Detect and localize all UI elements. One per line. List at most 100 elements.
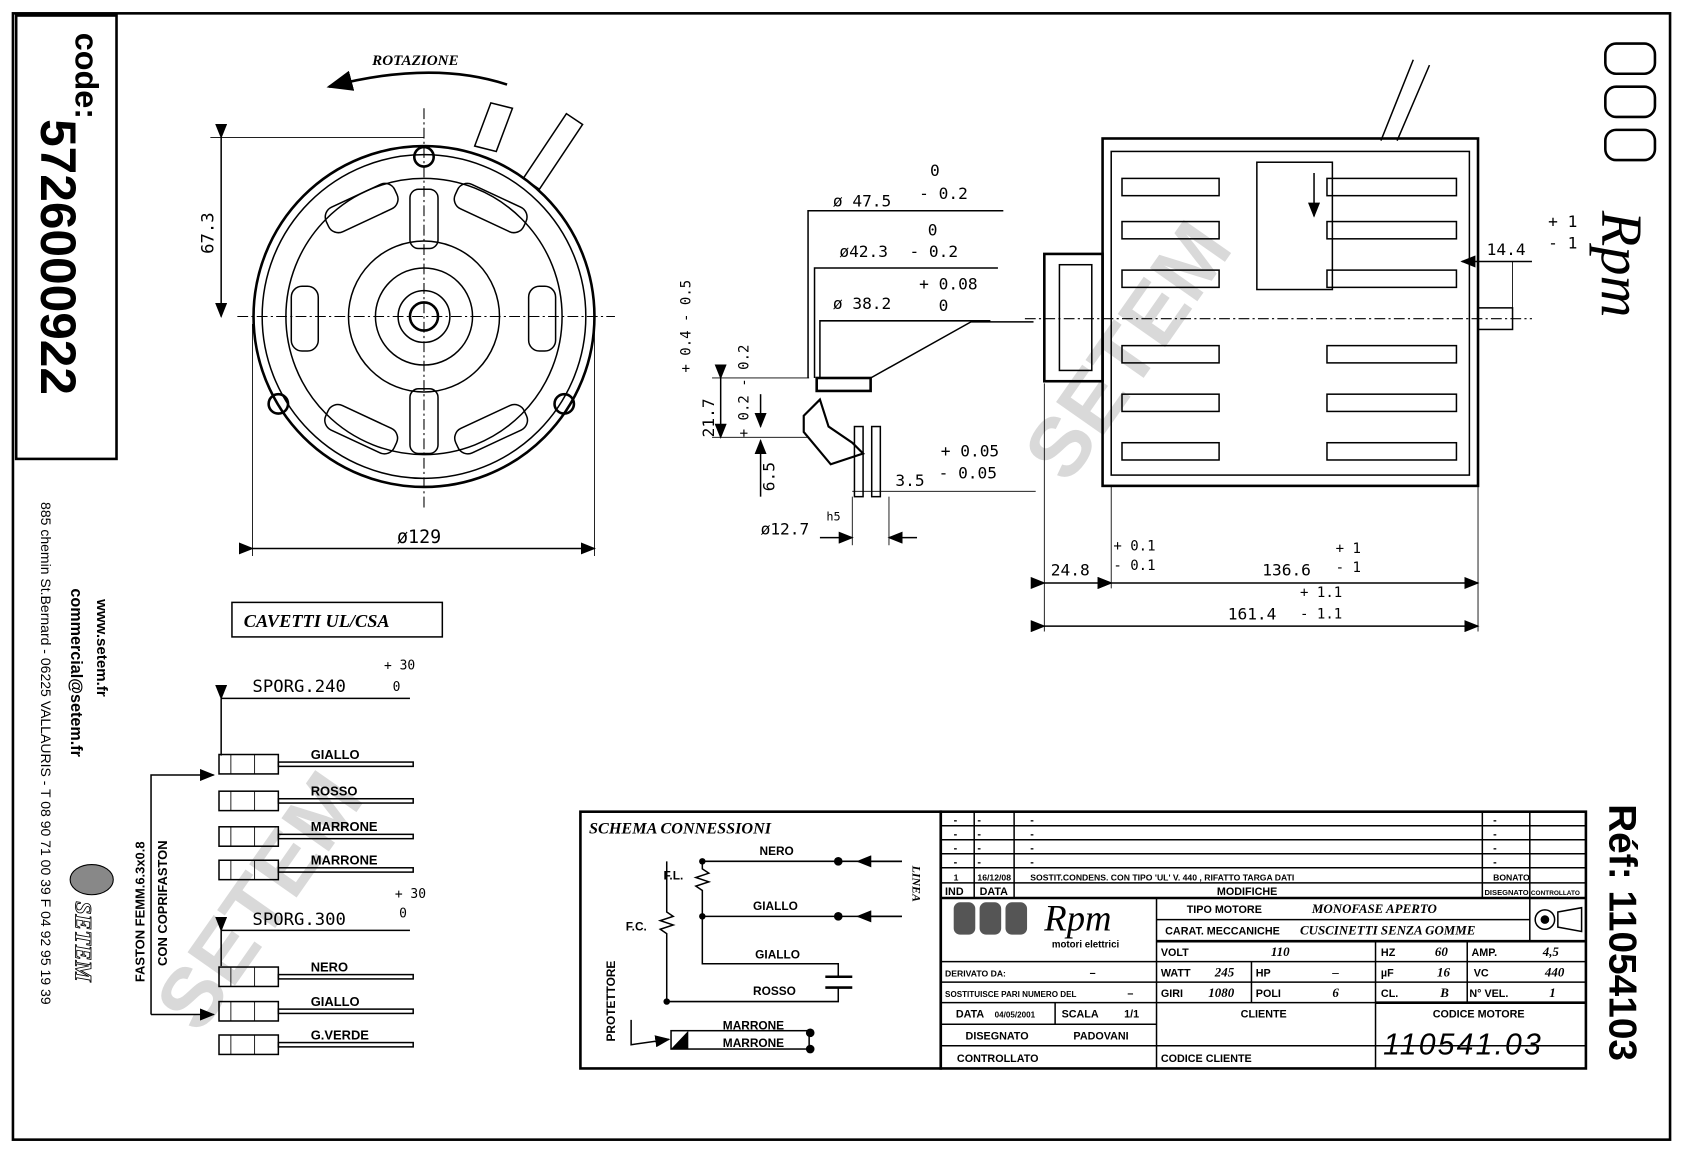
carat-label: CARAT. MECCANICHE xyxy=(1165,926,1280,938)
cable-wire: MARRONE xyxy=(218,819,414,847)
faston-connector-icon xyxy=(218,753,280,775)
dim-total-tol-low: - 1.1 xyxy=(1300,607,1342,623)
dim-w1-tol-up: + 0.05 xyxy=(941,442,999,461)
vc-label: VC xyxy=(1474,968,1489,980)
cable-wire: ROSSO xyxy=(218,784,414,812)
website-text: www.setem.fr xyxy=(93,598,110,697)
revision-disegnato: - xyxy=(1493,857,1497,869)
scala-value: 1/1 xyxy=(1124,1009,1139,1021)
schema-giallo-2: GIALLO xyxy=(755,947,800,961)
derivato-value: – xyxy=(1090,968,1096,980)
sporg-300: SPORG.300 xyxy=(252,910,345,930)
tipo-motore: MONOFASE APERTO xyxy=(1311,901,1437,916)
dim-height: 67.3 xyxy=(199,212,219,254)
uf-label: µF xyxy=(1381,968,1394,980)
schema-marrone-1: MARRONE xyxy=(723,1019,784,1033)
code-box xyxy=(14,14,118,461)
schema-nero: NERO xyxy=(760,844,794,858)
revision-modifica: - xyxy=(1030,815,1034,827)
faston-cover: CON COPRIFASTON xyxy=(155,840,170,966)
disegnato-label: DISEGNATO xyxy=(966,1030,1029,1042)
schema-giallo-1: GIALLO xyxy=(753,899,798,913)
vc-value: 440 xyxy=(1544,965,1565,980)
disegnato-value: PADOVANI xyxy=(1073,1030,1128,1042)
amp-value: 4,5 xyxy=(1542,944,1560,959)
header-data: DATA xyxy=(980,886,1009,898)
address-text: 885 chemin St.Bernard - 06225 VALLAURIS … xyxy=(38,502,54,1005)
revision-modifica: - xyxy=(1030,843,1034,855)
dim-shaft-fit: h5 xyxy=(826,509,840,523)
wire-label: NERO xyxy=(311,959,348,974)
hz-label: HZ xyxy=(1381,947,1396,959)
dim-diameter: ø129 xyxy=(397,527,441,548)
projection-symbol-icon xyxy=(1534,906,1583,933)
sporg-240: SPORG.240 xyxy=(252,677,345,697)
header-disegnato: DISEGNATO xyxy=(1484,888,1528,897)
revision-disegnato: - xyxy=(1493,829,1497,841)
sporg-300-tol-up: + 30 xyxy=(395,887,426,902)
dim-right-tol-up: + 1 xyxy=(1548,212,1577,231)
sporg-240-tol-up: + 30 xyxy=(384,658,415,673)
cables-section: CAVETTI UL/CSA FASTON FEMM.6.3x0.8 CON C… xyxy=(133,601,444,1056)
dim-d3-tol-up: + 0.08 xyxy=(919,275,977,294)
wire-label: MARRONE xyxy=(311,819,378,834)
connection-schema: SCHEMA CONNESSIONI NERO GIALLO GIALLO RO… xyxy=(579,810,943,1070)
revision-ind: - xyxy=(954,829,958,841)
revision-row: ---- xyxy=(954,857,1497,869)
schema-title: SCHEMA CONNESSIONI xyxy=(589,820,772,837)
code-label: code: xyxy=(69,33,105,119)
cable-wire: NERO xyxy=(218,959,414,988)
sporg-300-tol-low: 0 xyxy=(399,906,407,921)
revision-row: ---- xyxy=(954,815,1497,827)
dim-pulley: 24.8 xyxy=(1051,560,1090,579)
revision-ind: - xyxy=(954,815,958,827)
dim-body: 136.6 xyxy=(1262,560,1311,579)
dim-pulley-tol-up: + 0.1 xyxy=(1113,539,1155,555)
hp-label: HP xyxy=(1256,968,1271,980)
dim-h1-tol: + 0.4 - 0.5 xyxy=(678,280,694,373)
drawing-frame xyxy=(11,12,1672,1141)
code-value: 5726000922 xyxy=(30,119,86,395)
watermark: SETEM xyxy=(1006,205,1249,496)
schema-marrone-2: MARRONE xyxy=(723,1036,784,1050)
cable-wire: G.VERDE xyxy=(218,1027,414,1056)
revision-data: - xyxy=(977,857,981,869)
scala-label: SCALA xyxy=(1062,1009,1099,1021)
dim-h2-tol: + 0.2 - 0.2 xyxy=(737,345,753,438)
nvel-value: 1 xyxy=(1549,985,1555,1000)
revision-data: - xyxy=(977,829,981,841)
watt-value: 245 xyxy=(1214,965,1235,980)
dim-d1-tol-up: 0 xyxy=(930,161,940,180)
codice-cliente-label: CODICE CLIENTE xyxy=(1161,1053,1252,1065)
watt-label: WATT xyxy=(1161,968,1191,980)
dim-d2-tol-up: 0 xyxy=(928,221,938,240)
cables-title: CAVETTI UL/CSA xyxy=(244,611,390,631)
wire-label: GIALLO xyxy=(311,994,360,1009)
codice-motore-value: 110541.03 xyxy=(1383,1028,1543,1061)
dim-w1-tol-low: - 0.05 xyxy=(939,463,997,482)
revision-disegnato: - xyxy=(1493,815,1497,827)
rpm-logo-text: Rpm xyxy=(1589,210,1654,318)
cliente-label: CLIENTE xyxy=(1241,1009,1287,1021)
dim-total-tol-up: + 1.1 xyxy=(1300,585,1342,601)
revision-row: ---- xyxy=(954,829,1497,841)
reference-number: Réf: 11054103 xyxy=(1601,804,1644,1061)
wire-label: MARRONE xyxy=(311,853,378,868)
revision-disegnato: - xyxy=(1493,843,1497,855)
sporg-240-tol-low: 0 xyxy=(393,680,401,695)
dim-d3-tol-low: 0 xyxy=(939,296,949,315)
header-modifiche: MODIFICHE xyxy=(1217,886,1277,898)
carat: CUSCINETTI SENZA GOMME xyxy=(1300,923,1476,938)
cable-wire: GIALLO xyxy=(218,994,414,1022)
cable-wire: MARRONE xyxy=(218,853,414,881)
side-view: 14.4 + 1 - 1 24.8 + 0.1 - 0.1 136.6 + 1 … xyxy=(1024,59,1577,633)
rpm-logo: Rpm xyxy=(1589,42,1657,318)
faston-connector-icon xyxy=(218,1034,280,1056)
rpm-title-sub: motori elettrici xyxy=(1052,940,1119,951)
wire-label: ROSSO xyxy=(311,784,358,799)
revision-ind: 1 xyxy=(954,873,959,883)
revision-data: - xyxy=(977,815,981,827)
rpm-title-logo: Rpm xyxy=(1043,897,1111,938)
